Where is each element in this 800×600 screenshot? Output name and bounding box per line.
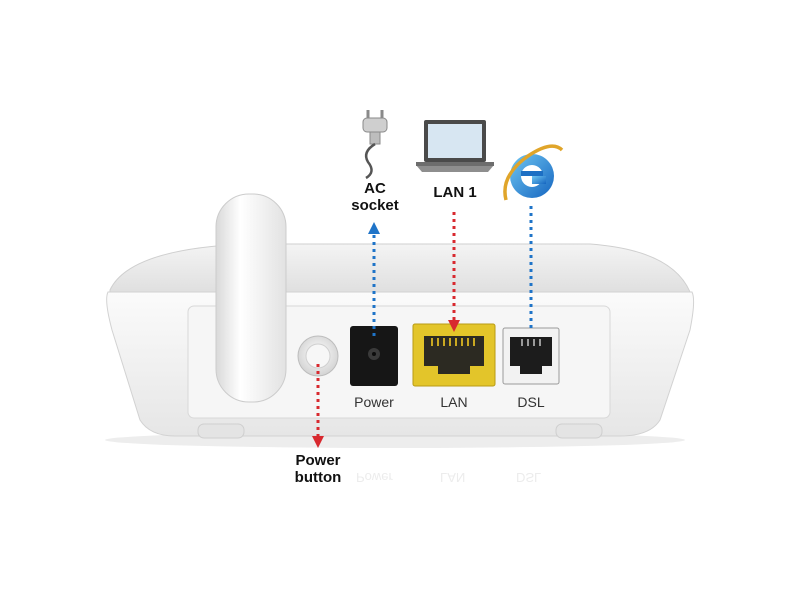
dsl-port-pins — [521, 339, 541, 346]
router-device — [106, 193, 695, 439]
lan-port-pins — [431, 338, 475, 346]
antenna — [215, 193, 287, 403]
dsl-port-opening — [510, 337, 552, 374]
power-button-cap — [305, 343, 331, 369]
power-button-label-line1: Power — [295, 452, 341, 469]
power-button-label: Power button — [278, 452, 358, 486]
lan-port-label: LAN — [440, 394, 468, 410]
power-port-label-reflection: Power — [356, 470, 393, 485]
dsl-port-label-reflection: DSL — [516, 470, 542, 485]
power-socket-pin — [372, 352, 376, 356]
dsl-port-label: DSL — [517, 394, 545, 410]
ac-socket-label-line1: AC — [364, 180, 386, 197]
internet-explorer-icon — [503, 144, 564, 201]
power-button-arrow — [312, 364, 324, 448]
router-foot-right — [555, 423, 603, 439]
lan-arrow — [448, 212, 460, 332]
power-plug-icon — [362, 110, 388, 180]
power-button-label-line2: button — [294, 469, 342, 486]
lan-port-label-reflection: LAN — [440, 470, 466, 485]
ac-socket-label-line2: socket — [351, 197, 399, 214]
laptop-icon — [416, 120, 494, 172]
lan1-label: LAN 1 — [433, 184, 477, 201]
power-port-label: Power — [354, 394, 394, 410]
ac-socket-label: AC socket — [340, 180, 410, 214]
ac-socket-arrow — [368, 222, 380, 336]
router-foot-left — [197, 423, 245, 439]
